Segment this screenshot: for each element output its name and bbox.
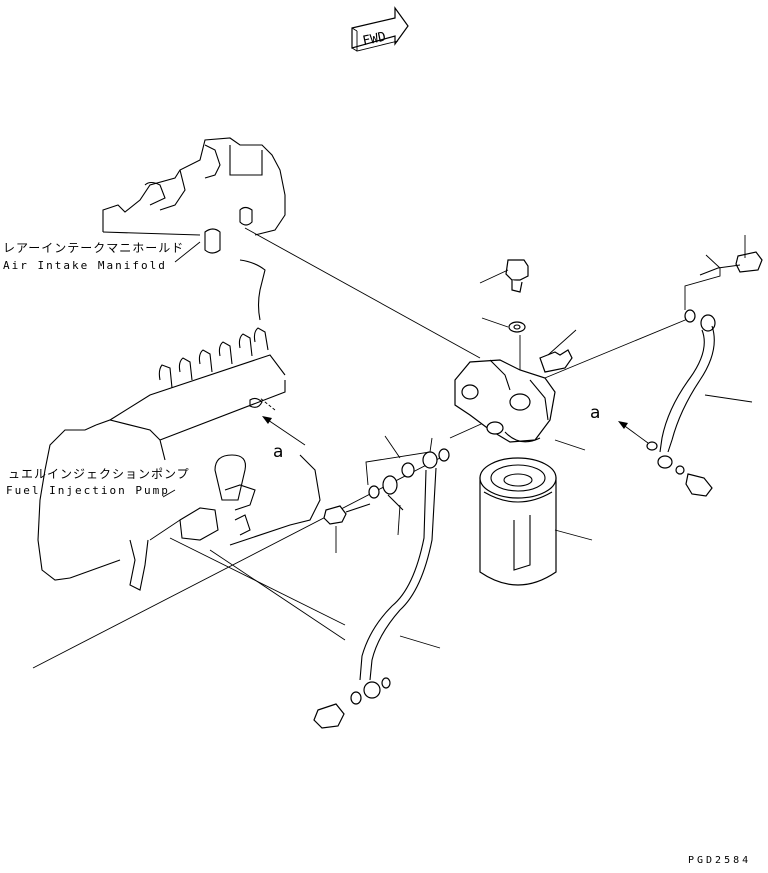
fuel-filter-cartridge — [479, 457, 557, 586]
part-leader-lines — [162, 235, 753, 649]
right-fuel-hose — [646, 251, 763, 497]
extension-lines — [32, 227, 691, 669]
fwd-label: FWD — [361, 30, 387, 50]
drawing-code: PGD2584 — [688, 855, 751, 866]
left-fuel-hose — [313, 448, 450, 729]
filter-head-plug-bolt — [505, 259, 529, 333]
fuel-filter-head — [454, 359, 556, 443]
air-intake-manifold-en-label: Air Intake Manifold — [3, 259, 167, 272]
callout-a-left: a — [273, 442, 283, 462]
forward-direction-arrow: FWD — [351, 6, 409, 52]
fuel-injection-pump-jp-label: ュエルインジェクションポンプ — [8, 467, 190, 481]
engine-block-outline — [37, 137, 321, 591]
fuel-injection-pump-en-label: Fuel Injection Pump — [6, 484, 170, 497]
air-intake-manifold-jp-label: レアーインテークマニホールド — [3, 241, 184, 255]
filter-head-mounting-bolt — [539, 349, 573, 373]
callout-a-right: a — [590, 403, 600, 423]
callout-a-arrows — [259, 397, 649, 446]
